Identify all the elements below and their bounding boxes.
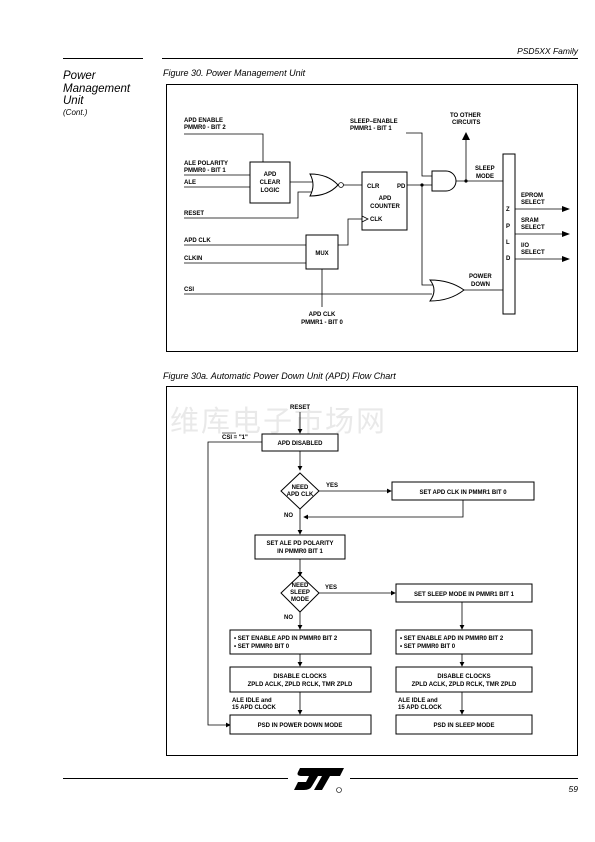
sleep-enable-reg: PMMR1 - BIT 1 [350,126,392,132]
apd-clk-label: APD CLK [184,238,211,244]
set-enable-left-2: • SET PMMR0 BIT 0 [234,644,290,650]
section-cont: (Cont.) [63,107,88,117]
pd-label: PD [397,184,406,190]
set-ale-2: IN PMMR0 BIT 1 [277,549,323,555]
set-apd-clk-box: SET APD CLK IN PMMR1 BIT 0 [419,490,507,496]
clk-label: CLK [370,217,383,223]
yes-2: YES [325,585,337,591]
need-sleep-2: SLEEP [290,590,310,596]
need-apd-clk-2: APD CLK [287,492,314,498]
set-sleep-box: SET SLEEP MODE IN PMMR1 BIT 1 [414,592,515,598]
apd-flow-chart: RESET CSI = "1" APD DISABLED NEED APD CL… [166,386,578,756]
apd-enable-label: APD ENABLE [184,118,223,124]
apd-disabled-box: APD DISABLED [277,441,323,447]
apd-clk-bottom-2: PMMR1 - BIT 0 [301,320,343,326]
apd-clk-bottom-1: APD CLK [309,312,336,318]
header-rule [162,58,578,59]
io-select-2: SELECT [521,250,545,256]
ale-label: ALE [184,180,196,186]
zpld-z: Z [506,207,510,213]
sleep-enable-label: SLEEP–ENABLE [350,119,398,125]
page-number: 59 [568,784,578,794]
zpld-l: L [506,240,510,246]
section-title-line1: Power [63,70,96,82]
zpld-d: D [506,256,511,262]
csi-label: CSI [184,287,194,293]
clkin-label: CLKIN [184,256,202,262]
counter-1: APD [379,196,392,202]
apd-enable-reg: PMMR0 - BIT 2 [184,125,226,131]
to-other-2: CIRCUITS [452,120,480,126]
apd-clear-1: APD [264,172,277,178]
reset-label: RESET [184,211,204,217]
side-rule [63,58,143,59]
disable-right-1: DISABLE CLOCKS [437,674,490,680]
yes-1: YES [326,483,338,489]
watermark: 维库电子市场网 [170,404,388,438]
power-down-2: DOWN [471,282,490,288]
no-2: NO [284,615,293,621]
disable-left-2: ZPLD ACLK, ZPLD RCLK, TMR ZPLD [248,682,353,688]
csi-condition: CSI = "1" [222,435,248,441]
sleep-mode-2: MODE [476,174,494,180]
set-enable-right-2: • SET PMMR0 BIT 0 [400,644,456,650]
ale-polarity-reg: PMMR0 - BIT 1 [184,168,226,174]
figure-30a-caption: Figure 30a. Automatic Power Down Unit (A… [163,371,396,381]
no-1: NO [284,513,293,519]
ale-idle-right-1: ALE IDLE and [398,698,438,704]
section-title-line2: Management [63,82,131,95]
need-sleep-3: MODE [291,597,309,603]
eprom-select-1: EPROM [521,193,543,199]
footer-rule-right [350,778,578,779]
figure-30-caption: Figure 30. Power Management Unit [163,68,306,78]
need-apd-clk-1: NEED [292,485,309,491]
ale-polarity-label: ALE POLARITY [184,161,228,167]
ale-idle-right-2: 15 APD CLOCK [398,705,442,711]
power-down-1: POWER [469,274,492,280]
ale-idle-left-2: 15 APD CLOCK [232,705,276,711]
power-management-diagram: APD ENABLE PMMR0 - BIT 2 ALE POLARITY PM… [166,84,578,352]
clr-label: CLR [367,184,380,190]
section-heading: Power Management Unit (Cont.) [63,70,153,118]
need-sleep-1: NEED [292,583,309,589]
st-logo-icon [294,768,344,793]
to-other-1: TO OTHER [450,113,482,119]
io-select-1: I/O [521,243,529,249]
eprom-select-2: SELECT [521,200,545,206]
mux-label: MUX [315,251,328,257]
footer-rule-left [63,778,288,779]
sleep-mode-1: SLEEP [475,166,495,172]
counter-2: COUNTER [370,204,400,210]
sram-select-1: SRAM [521,218,539,224]
set-enable-left-1: • SET ENABLE APD IN PMMR0 BIT 2 [234,636,338,642]
disable-left-1: DISABLE CLOCKS [273,674,326,680]
psd-power-down-box: PSD IN POWER DOWN MODE [258,723,343,729]
zpld-p: P [506,224,510,230]
sram-select-2: SELECT [521,225,545,231]
apd-clear-3: LOGIC [261,188,281,194]
ale-idle-left-1: ALE IDLE and [232,698,272,704]
apd-clear-2: CLEAR [260,180,281,186]
psd-sleep-box: PSD IN SLEEP MODE [434,723,495,729]
running-header: PSD5XX Family [517,46,578,56]
set-ale-1: SET ALE PD POLARITY [266,541,333,547]
reset-text: RESET [290,405,310,411]
section-title-line3: Unit [63,95,84,107]
set-enable-right-1: • SET ENABLE APD IN PMMR0 BIT 2 [400,636,504,642]
disable-right-2: ZPLD ACLK, ZPLD RCLK, TMR ZPLD [412,682,517,688]
